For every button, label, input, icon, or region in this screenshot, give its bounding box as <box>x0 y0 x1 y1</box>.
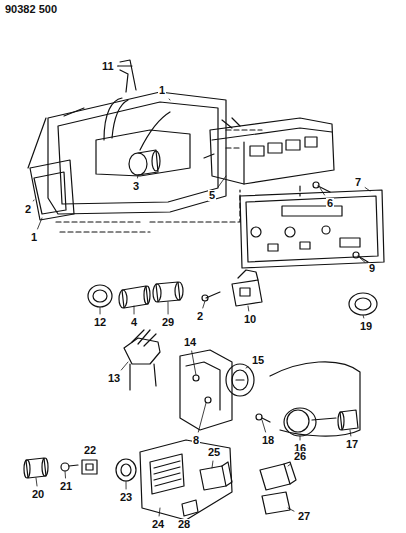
callout-number: 21 <box>59 481 73 492</box>
leader-line <box>203 301 205 308</box>
callout-number: 12 <box>93 317 107 328</box>
leader-line <box>134 306 135 314</box>
leader-line <box>212 461 214 468</box>
callout-number: 13 <box>107 373 121 384</box>
leader-line <box>121 362 128 370</box>
callout-number: 7 <box>354 177 362 188</box>
leader-line <box>126 481 127 489</box>
callout-number: 19 <box>359 321 373 332</box>
callout-number: 27 <box>297 511 311 522</box>
callout-number: 10 <box>243 314 257 325</box>
leader-line <box>300 436 301 440</box>
callout-number: 18 <box>261 435 275 446</box>
callout-number: 25 <box>207 447 221 458</box>
leader-line <box>363 315 365 318</box>
callout-number: 1 <box>30 232 38 243</box>
callout-number: 23 <box>119 492 133 503</box>
leader-line <box>320 188 325 195</box>
callout-number: 26 <box>293 451 307 462</box>
callout-number: 1 <box>158 85 166 96</box>
callout-number: 22 <box>83 445 97 456</box>
leader-line <box>169 99 171 100</box>
leader-line <box>360 258 365 262</box>
leader-line <box>288 464 290 466</box>
callout-number: 24 <box>151 519 165 530</box>
callout-number: 6 <box>326 198 334 209</box>
callout-number: 2 <box>196 311 204 322</box>
leader-line <box>262 420 266 432</box>
callout-number: 28 <box>177 519 191 530</box>
callout-number: 15 <box>251 355 265 366</box>
leader-line <box>168 302 169 314</box>
callout-number: 14 <box>183 337 197 348</box>
callout-number: 8 <box>192 435 200 446</box>
leader-line <box>65 471 67 478</box>
figure-number: 90382 500 <box>4 4 58 15</box>
leader-line <box>159 508 161 516</box>
leader-line <box>246 367 248 368</box>
callout-number: 5 <box>208 190 216 201</box>
callout-number: 4 <box>130 317 138 328</box>
callout-number: 3 <box>132 181 140 192</box>
leader-line <box>36 478 37 486</box>
leader-line <box>33 200 35 201</box>
leader-line <box>248 306 250 311</box>
callout-number: 11 <box>101 61 115 72</box>
leader-line <box>38 218 42 229</box>
callout-number: 2 <box>24 204 32 215</box>
leader-line <box>350 430 352 436</box>
leader-line <box>192 351 196 375</box>
callout-number: 9 <box>368 263 376 274</box>
callout-number: 20 <box>31 489 45 500</box>
callout-number: 29 <box>161 317 175 328</box>
leader-line <box>117 66 118 67</box>
leader-line <box>100 307 101 314</box>
leader-line <box>365 188 370 191</box>
leader-line <box>198 403 206 432</box>
callout-number: 17 <box>345 439 359 450</box>
leader-line <box>288 508 294 511</box>
leader-line <box>218 176 226 187</box>
leader-line <box>137 175 139 178</box>
